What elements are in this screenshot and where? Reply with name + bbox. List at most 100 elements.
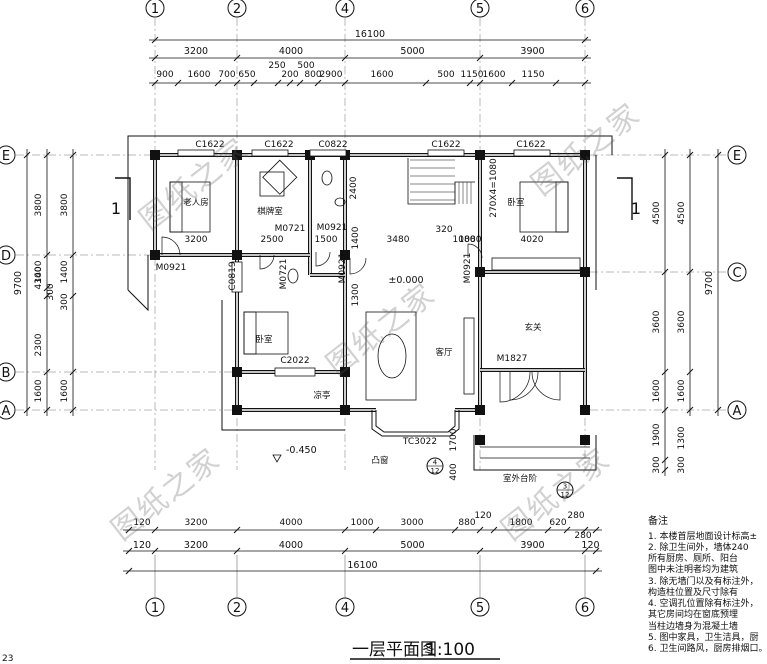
dim-right-inner: 1600: [652, 379, 662, 402]
interior-dimension: 4020: [521, 235, 544, 245]
plan-scale: 1:100: [426, 640, 475, 660]
washbasin: [334, 197, 346, 207]
column: [580, 150, 590, 160]
window-label: TC3022: [402, 437, 437, 447]
dim-bottom-sub: 3000: [401, 518, 424, 528]
dim-bottom-sub: 4000: [280, 518, 303, 528]
dim-top-main: 5000: [400, 46, 424, 57]
dim-bottom-sub: 3200: [185, 518, 208, 528]
dimension-tick: [233, 54, 241, 62]
dim-left-mid: 2300: [34, 333, 44, 356]
dimension-tick: [581, 79, 589, 87]
dimension-tick: [341, 526, 349, 534]
interior-dimension: 1080: [459, 235, 482, 245]
dim-top-total: 16100: [355, 29, 385, 40]
dimension-tick: [233, 79, 241, 87]
dim-left-mid: 1600: [34, 379, 44, 402]
dimension-tick: [581, 54, 589, 62]
room-label: 棋牌室: [257, 206, 283, 217]
dim-left-outer: 9700: [13, 271, 24, 295]
window-label: C0822: [318, 140, 347, 150]
dimension-tick: [151, 526, 159, 534]
column: [475, 405, 485, 415]
page-number: 23: [2, 654, 13, 664]
dimension-tick: [23, 406, 31, 414]
dimension-tick: [686, 368, 694, 376]
axis-bubble: [727, 262, 747, 282]
axis-label-left: B: [2, 366, 11, 381]
door-label: M1827: [497, 354, 528, 364]
dim-top-main: 3200: [184, 46, 208, 57]
axis-label-left: E: [2, 149, 10, 164]
dim-left-mid: 3800: [34, 193, 44, 216]
dim-right-inner: 1900: [652, 423, 662, 446]
axis-bubble: [727, 145, 747, 165]
dim-bottom-main: 3200: [184, 540, 208, 551]
axis-label-bottom: 5: [476, 601, 484, 616]
room-label: 玄关: [524, 322, 542, 333]
dim-top-sub: 1600: [371, 70, 394, 80]
dim-top-sub: 1600: [483, 70, 506, 80]
dim-top-main: 4000: [279, 46, 303, 57]
column: [475, 267, 485, 277]
dim-top-sub: 1150: [522, 70, 545, 80]
dim-top-sub: 500: [297, 61, 314, 71]
dimension-tick: [661, 268, 669, 276]
dimension-tick: [43, 368, 51, 376]
dim-top-sub: 650: [238, 70, 255, 80]
axis-label-bottom: 2: [233, 601, 241, 616]
dimension-tick: [661, 151, 669, 159]
dimension-tick: [69, 406, 77, 414]
dimension-tick: [233, 547, 241, 555]
dimension-tick: [125, 526, 133, 534]
window-label: C1622: [264, 140, 293, 150]
dimension-tick: [661, 406, 669, 414]
axis-bubble: [0, 245, 16, 265]
dimension-tick: [581, 526, 589, 534]
dim-right-inner: 300: [652, 456, 662, 473]
dimension-tick: [151, 79, 159, 87]
dimension-tick: [466, 79, 474, 87]
dimension-tick: [476, 54, 484, 62]
column: [232, 367, 242, 377]
dimension-tick: [592, 567, 600, 575]
door-swing: [531, 371, 561, 401]
dimension-tick: [422, 79, 430, 87]
fixtures: [161, 158, 581, 403]
bed: [243, 311, 289, 355]
interior-dimension: 2500: [261, 235, 284, 245]
door-swing: [349, 257, 367, 275]
dim-right-mid: 3600: [677, 310, 687, 333]
door-label: M0921: [156, 263, 187, 273]
column: [232, 150, 242, 160]
dimension-tick: [661, 368, 669, 376]
note-line: 所有厨房、厕所、阳台: [648, 554, 739, 564]
door-swing: [467, 243, 483, 259]
axis-bubble: [0, 145, 16, 165]
interior-dimension: 1500: [315, 235, 338, 245]
roof-outline: [127, 255, 149, 312]
column: [580, 267, 590, 277]
dim-left-mid: 4300: [34, 266, 44, 289]
dim-right-mid: 300: [677, 456, 687, 473]
column: [232, 250, 242, 260]
axis-label-left: A: [2, 404, 11, 419]
floor-level: -0.450: [286, 445, 317, 456]
room-label: 卧室: [507, 197, 525, 208]
interior-dimension: 1080: [453, 235, 476, 245]
dim-top-sub: 500: [437, 70, 454, 80]
detail-ref-sheet: 12: [431, 467, 440, 475]
axis-label-right: A: [733, 404, 742, 419]
coffee-table: [377, 333, 407, 379]
dimension-tick: [581, 547, 589, 555]
dim-left-inner: 3800: [60, 193, 70, 216]
note-line: 当柱边墙身为混凝土墙: [648, 621, 739, 632]
note-line: 6. 卫生间路风，厨房排烟口。: [648, 644, 767, 654]
column: [340, 367, 350, 377]
dimension-tick: [592, 547, 600, 555]
window: [231, 261, 243, 293]
axis-bubble: [227, 0, 247, 18]
dim-left-inner: 1400: [60, 260, 70, 283]
dimension-tick: [125, 567, 133, 575]
